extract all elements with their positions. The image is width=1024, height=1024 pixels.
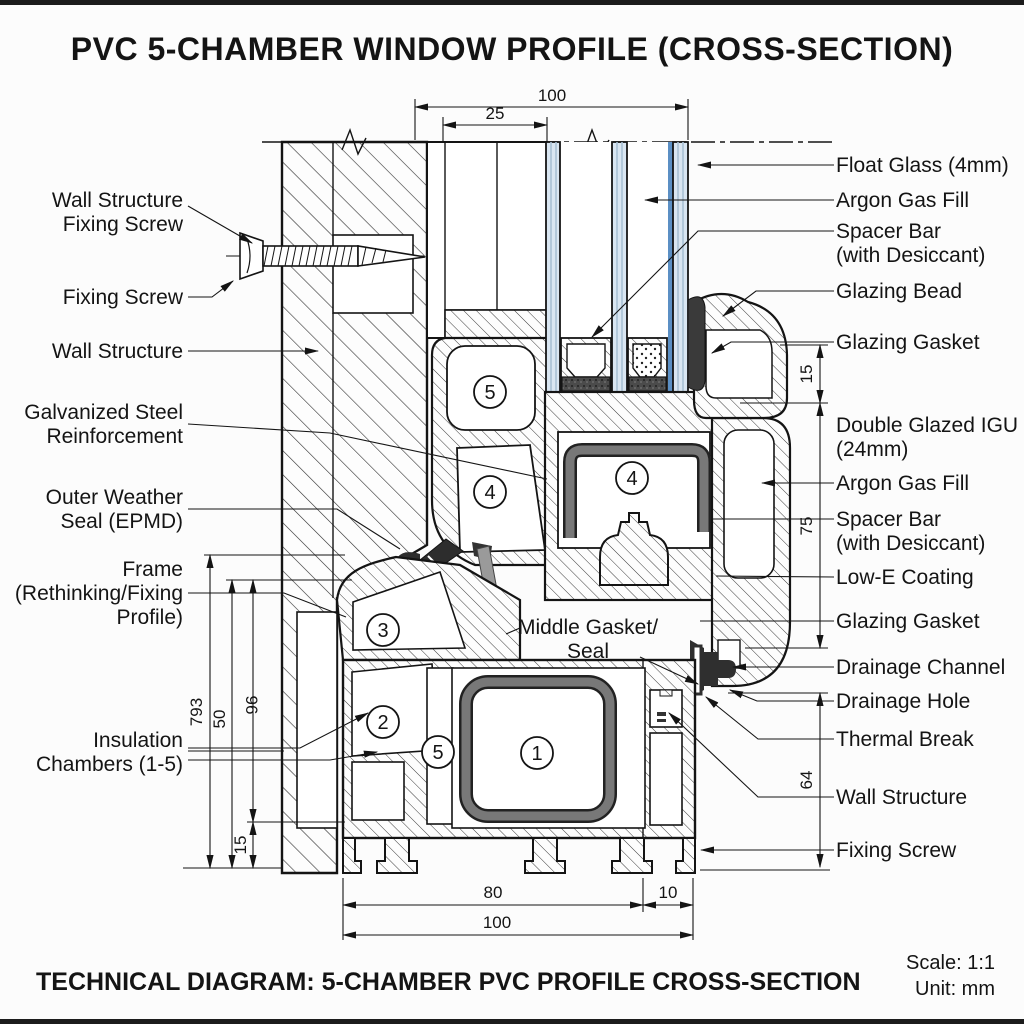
mullion-crown bbox=[599, 512, 669, 586]
fixing-screw-drawing bbox=[226, 231, 434, 281]
callout-number: 1 bbox=[531, 743, 542, 765]
dimensions bbox=[183, 99, 830, 940]
double-glazed-unit bbox=[545, 141, 689, 393]
label-glazing-bead: Glazing Bead bbox=[836, 280, 962, 303]
callout-number: 2 bbox=[377, 712, 388, 734]
svg-text:(with Desiccant): (with Desiccant) bbox=[836, 532, 985, 555]
label-drainage-hole: Drainage Hole bbox=[836, 690, 970, 713]
callout-number: 5 bbox=[432, 742, 443, 764]
label-igu: Double Glazed IGU bbox=[836, 414, 1018, 437]
label-low-e: Low-E Coating bbox=[836, 566, 974, 589]
sash-right-chamber bbox=[723, 429, 775, 579]
unit-note: Unit: mm bbox=[915, 978, 995, 1000]
dim-bottom-100: 100 bbox=[483, 913, 511, 932]
label-wall-structure-fixing-screw: Wall Structure bbox=[52, 189, 183, 212]
label-spacer-top: Spacer Bar bbox=[836, 220, 941, 243]
label-galvanized-steel: Galvanized Steel bbox=[24, 401, 183, 424]
label-glazing-gasket-top: Glazing Gasket bbox=[836, 331, 980, 354]
glass-pane-outer bbox=[545, 141, 561, 393]
right-column-chamber bbox=[649, 732, 683, 826]
dim-right-15: 15 bbox=[797, 365, 816, 384]
callout-circle-1 bbox=[520, 736, 554, 770]
footer-caption: TECHNICAL DIAGRAM: 5-CHAMBER PVC PROFILE… bbox=[36, 968, 861, 996]
label-middle-gasket: Middle Gasket/ bbox=[518, 616, 658, 639]
drainage-channel-gasket bbox=[704, 652, 736, 686]
dim-bottom-80: 80 bbox=[484, 883, 503, 902]
svg-text:Reinforcement: Reinforcement bbox=[46, 425, 183, 448]
dim-right-64: 64 bbox=[797, 771, 816, 790]
middle-label: Middle Gasket/ Seal bbox=[518, 616, 658, 663]
svg-text:(with Desiccant): (with Desiccant) bbox=[836, 244, 985, 267]
spacer-bar-right bbox=[627, 337, 668, 393]
svg-text:Profile): Profile) bbox=[116, 606, 183, 629]
low-e-coating-layer bbox=[668, 142, 673, 392]
callout-circle-4a bbox=[473, 475, 507, 509]
spacer-bar-left bbox=[560, 337, 612, 393]
mounting-feet bbox=[342, 837, 696, 874]
label-fixing-screw-right: Fixing Screw bbox=[836, 839, 957, 862]
label-argon-mid: Argon Gas Fill bbox=[836, 472, 969, 495]
label-argon-top: Argon Gas Fill bbox=[836, 189, 969, 212]
svg-text:(24mm): (24mm) bbox=[836, 438, 908, 461]
callout-circle-5b bbox=[421, 735, 455, 769]
label-wall-structure: Wall Structure bbox=[52, 340, 183, 363]
steel-reinforcement-frame bbox=[461, 677, 615, 821]
right-labels: Float Glass (4mm) Argon Gas Fill Spacer … bbox=[836, 154, 1018, 862]
sash-lower-section bbox=[543, 390, 792, 688]
callout-circle-5a bbox=[473, 375, 507, 409]
dim-top-25: 25 bbox=[486, 104, 505, 123]
callout-circle-4b bbox=[615, 461, 649, 495]
svg-text:Seal (EPMD): Seal (EPMD) bbox=[60, 510, 183, 533]
glazing-gasket-outer bbox=[687, 296, 706, 391]
scale-note: Scale: 1:1 bbox=[906, 952, 995, 974]
label-frame-profile: Frame bbox=[122, 558, 183, 581]
wall-lower-pocket bbox=[296, 611, 338, 829]
dim-right-75: 75 bbox=[797, 517, 816, 536]
label-thermal-break: Thermal Break bbox=[836, 728, 974, 751]
scan-edge-top bbox=[0, 0, 1024, 5]
leader-lines bbox=[187, 161, 835, 854]
callout-number: 4 bbox=[484, 482, 495, 504]
glazing-bead-group bbox=[687, 292, 789, 420]
label-float-glass: Float Glass (4mm) bbox=[836, 154, 1009, 177]
steel-reinforcement-sash bbox=[565, 445, 709, 538]
dim-top-100: 100 bbox=[538, 86, 566, 105]
label-drainage-channel: Drainage Channel bbox=[836, 656, 1005, 679]
dimension-texts: 100 25 80 10 100 793 50 96 15 15 75 64 bbox=[187, 86, 816, 932]
dim-left-15: 15 bbox=[231, 836, 250, 855]
svg-text:Fixing Screw: Fixing Screw bbox=[63, 213, 184, 236]
page-title: PVC 5-CHAMBER WINDOW PROFILE (CROSS-SECT… bbox=[71, 31, 953, 67]
svg-text:Chambers (1-5): Chambers (1-5) bbox=[36, 753, 183, 776]
callout-circle-3 bbox=[366, 613, 400, 647]
callout-number: 4 bbox=[626, 468, 637, 490]
callout-number: 5 bbox=[484, 382, 495, 404]
dim-left-50: 50 bbox=[210, 710, 229, 729]
dim-bottom-10: 10 bbox=[659, 883, 678, 902]
glass-pane-middle bbox=[611, 141, 628, 393]
label-wall-structure-right: Wall Structure bbox=[836, 786, 967, 809]
label-outer-weather-seal: Outer Weather bbox=[46, 486, 183, 509]
chamber-callouts: 5 4 4 3 2 5 1 bbox=[366, 375, 649, 770]
glass-pane-inner bbox=[672, 141, 689, 393]
callout-number: 3 bbox=[377, 620, 388, 642]
svg-text:(Rethinking/Fixing: (Rethinking/Fixing bbox=[15, 582, 183, 605]
label-glazing-gasket-mid: Glazing Gasket bbox=[836, 610, 980, 633]
chamber-2b bbox=[351, 761, 405, 821]
label-fixing-screw: Fixing Screw bbox=[63, 286, 184, 309]
svg-text:Seal: Seal bbox=[567, 640, 609, 663]
left-labels: Wall Structure Fixing Screw Fixing Screw… bbox=[15, 189, 184, 776]
label-spacer-mid: Spacer Bar bbox=[836, 508, 941, 531]
label-insulation-chambers: Insulation bbox=[93, 729, 183, 752]
dim-left-793: 793 bbox=[187, 698, 206, 726]
dim-left-96: 96 bbox=[242, 696, 261, 715]
scan-edge-bottom bbox=[0, 1019, 1024, 1024]
